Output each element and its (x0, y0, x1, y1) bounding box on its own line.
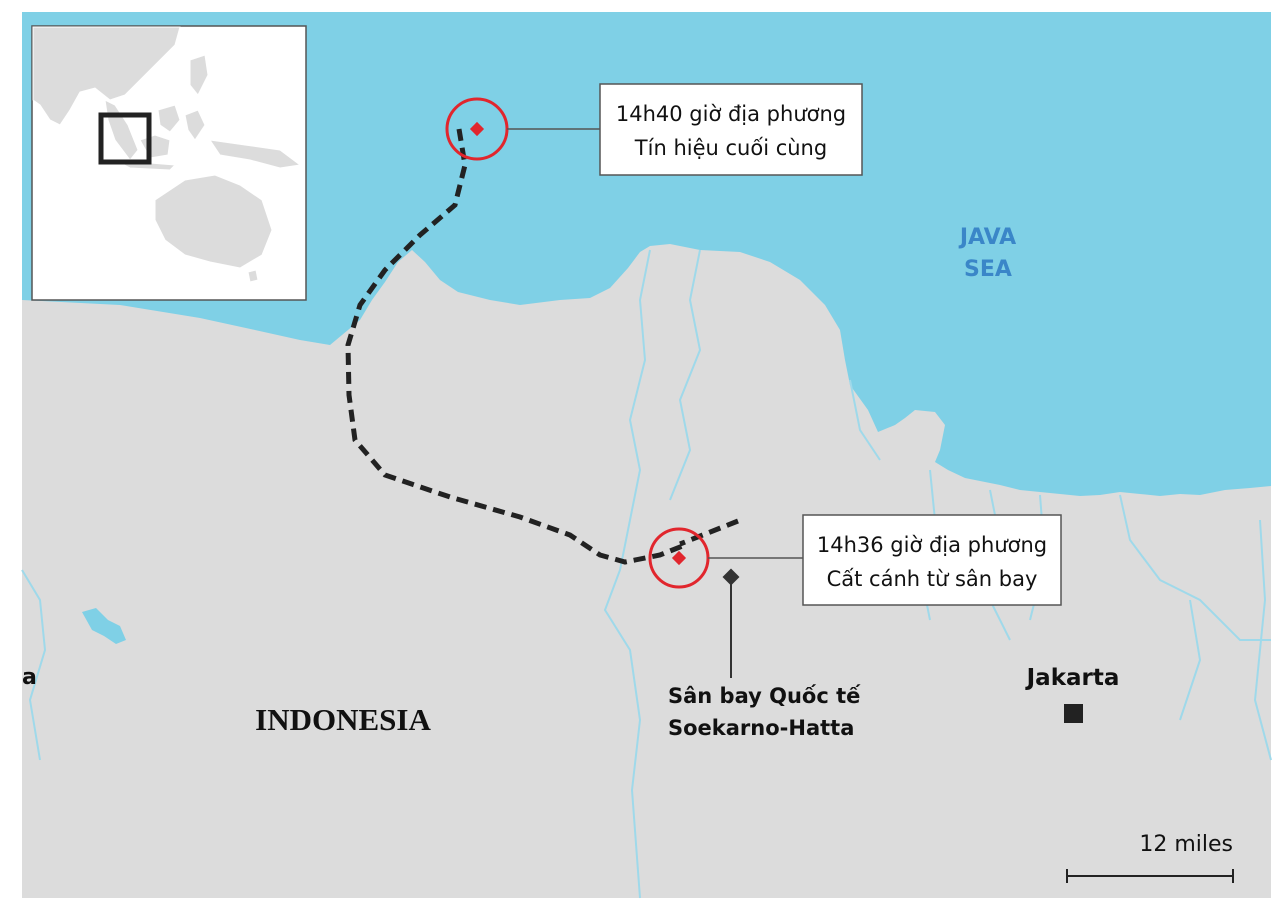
takeoff-marker[interactable] (671, 550, 687, 566)
inset-map (31, 25, 307, 301)
city-marker-jakarta[interactable] (1064, 704, 1083, 723)
country-label: INDONESIA (255, 702, 431, 737)
takeoff-caption: Cất cánh từ sân bay (827, 567, 1038, 591)
airport-label-line2: Soekarno-Hatta (668, 716, 854, 740)
airport-marker[interactable] (722, 568, 740, 586)
takeoff-time: 14h36 giờ địa phương (817, 533, 1047, 557)
scale-bar: 12 miles (1066, 832, 1234, 883)
locator-box-icon (98, 112, 152, 165)
last-signal-caption: Tín hiệu cuối cùng (634, 136, 827, 160)
callout-last-signal: 14h40 giờ địa phương Tín hiệu cuối cùng (599, 83, 863, 176)
edge-label-fragment: a (22, 665, 37, 690)
lake (82, 608, 126, 644)
airport-label-line1: Sân bay Quốc tế (668, 684, 861, 708)
last-signal-time: 14h40 giờ địa phương (616, 102, 846, 126)
land-area (22, 244, 1271, 898)
last-signal-marker[interactable] (469, 121, 485, 137)
scale-label: 12 miles (1139, 832, 1233, 857)
sea-label-line1: JAVA (958, 225, 1016, 250)
callout-takeoff: 14h36 giờ địa phương Cất cánh từ sân bay (802, 514, 1062, 606)
port-area (880, 425, 910, 452)
sea-label-line2: SEA (964, 257, 1012, 282)
flight-path (345, 128, 739, 565)
city-label-jakarta: Jakarta (1025, 665, 1120, 691)
